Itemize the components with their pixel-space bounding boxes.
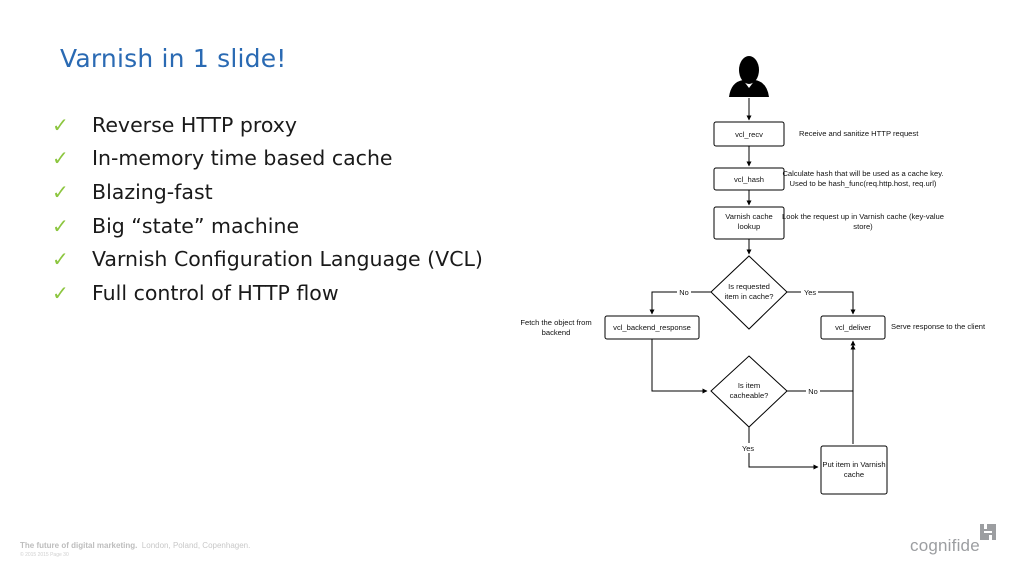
flow-edges xyxy=(649,98,856,470)
decision-is-cacheable xyxy=(710,355,788,428)
cognifide-logo-icon xyxy=(980,524,996,540)
footer-locations: London, Poland, Copenhagen. xyxy=(141,541,251,550)
node-put-in-cache xyxy=(820,445,888,495)
decision-is-cacheable-label: cacheable? xyxy=(730,391,769,400)
bullet-text: In-memory time based cache xyxy=(92,146,393,171)
footer: The future of digital marketing. London,… xyxy=(20,541,250,558)
bullet-text: Blazing-fast xyxy=(92,179,213,204)
bullet-item: ✓ In-memory time based cache xyxy=(52,142,483,176)
node-cache-lookup-label: lookup xyxy=(738,222,760,231)
bullet-list: ✓ Reverse HTTP proxy ✓ In-memory time base… xyxy=(52,108,483,310)
bullet-item: ✓ Varnish Configuration Language (VCL) xyxy=(52,242,483,276)
decision-is-requested-label: item in cache? xyxy=(725,292,774,301)
footer-tagline: The future of digital marketing. xyxy=(20,541,138,550)
annotation-fetch: Fetch the object from xyxy=(520,318,591,327)
annotation-lookup: Look the request up in Varnish cache (ke… xyxy=(782,212,944,221)
check-icon: ✓ xyxy=(52,179,69,204)
edge-label-yes: Yes xyxy=(804,288,816,297)
bullet-item: ✓ Full control of HTTP flow xyxy=(52,276,483,310)
footer-copyright: © 2015 2015 Page 30 xyxy=(20,552,69,558)
bullet-item: ✓ Reverse HTTP proxy xyxy=(52,108,483,142)
check-icon: ✓ xyxy=(52,112,69,137)
bullet-text: Full control of HTTP flow xyxy=(92,280,339,305)
bullet-item: ✓ Blazing-fast xyxy=(52,175,483,209)
node-vcl-hash-label: vcl_hash xyxy=(734,175,764,184)
node-cache-lookup-label: Varnish cache xyxy=(725,212,773,221)
decision-is-cacheable-label: Is item xyxy=(738,381,760,390)
brand-name: cognifide xyxy=(910,536,980,555)
brand-logo: cognifide xyxy=(910,520,1000,560)
bullet-item: ✓ Big “state” machine xyxy=(52,209,483,243)
node-vcl-recv xyxy=(713,121,785,147)
annotation-fetch: backend xyxy=(542,328,571,337)
bullet-text: Big “state” machine xyxy=(92,213,300,238)
node-put-in-cache-label: cache xyxy=(844,470,864,479)
annotation-deliver: Serve response to the client xyxy=(891,322,986,331)
annotation-recv: Receive and sanitize HTTP request xyxy=(799,129,919,138)
edge-label-no: No xyxy=(808,387,817,396)
check-icon: ✓ xyxy=(52,280,69,305)
check-icon: ✓ xyxy=(52,146,69,171)
edge-label-no: No xyxy=(679,288,688,297)
bullet-text: Reverse HTTP proxy xyxy=(92,112,298,137)
decision-is-requested xyxy=(710,255,788,330)
check-icon: ✓ xyxy=(52,213,69,238)
annotation-hash: Calculate hash that will be used as a ca… xyxy=(782,169,943,178)
annotation-lookup: store) xyxy=(853,222,873,231)
slide-title: Varnish in 1 slide! xyxy=(60,44,287,73)
node-vcl-hash xyxy=(713,167,785,191)
node-cache-lookup xyxy=(713,206,785,240)
edge-label-yes: Yes xyxy=(742,444,754,453)
node-vcl-deliver-label: vcl_deliver xyxy=(835,323,871,332)
node-vcl-deliver xyxy=(820,315,886,340)
annotation-hash: Used to be hash_func(req.http.host, req.… xyxy=(790,179,937,188)
decision-is-requested-label: Is requested xyxy=(728,282,770,291)
node-vcl-backend-response-label: vcl_backend_response xyxy=(613,323,691,332)
node-vcl-backend-response xyxy=(604,315,700,340)
node-put-in-cache-label: Put item in Varnish xyxy=(822,460,885,469)
node-vcl-recv-label: vcl_recv xyxy=(735,130,763,139)
check-icon: ✓ xyxy=(52,247,69,272)
bullet-text: Varnish Configuration Language (VCL) xyxy=(92,247,483,272)
user-silhouette-icon xyxy=(729,56,769,97)
